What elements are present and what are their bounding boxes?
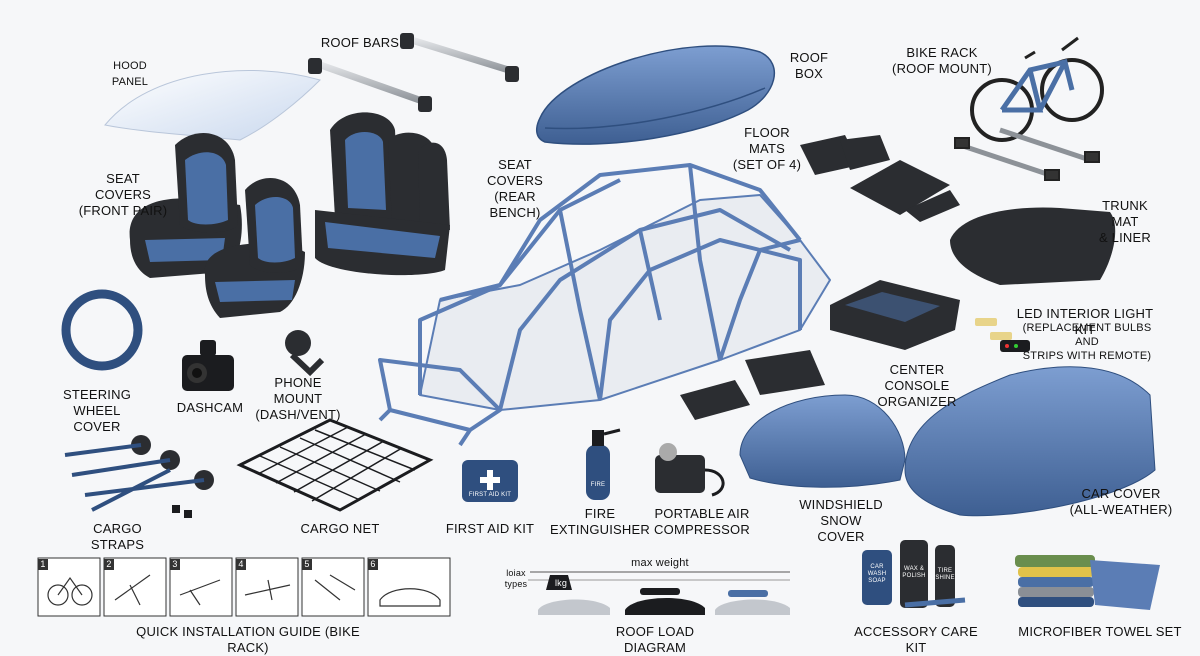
label-accessory-care-kit: ACCESSORY CARE KIT (854, 624, 978, 655)
phone-mount-shape (285, 330, 325, 377)
label-trunk-mat: TRUNK MAT & LINER (1099, 198, 1151, 245)
cargo-net-shape (236, 418, 434, 512)
label-floor-mats: FLOOR MATS (SET OF 4) (732, 125, 802, 172)
first-aid-case-text: FIRST AID KIT (468, 492, 512, 498)
label-steering-wheel-cover: STEERING WHEEL COVER (62, 387, 132, 434)
snow-cover-shape (739, 394, 906, 488)
bike-rack-shape (954, 36, 1104, 181)
label-bike-rack: BIKE RACK (ROOF MOUNT) (892, 45, 992, 76)
dashcam-shape (182, 340, 234, 391)
roof-load-legend-line2: types (504, 579, 528, 589)
install-step-2: 2 (104, 559, 114, 570)
roof-load-max-weight: max weight (631, 557, 689, 569)
label-cargo-straps: CARGO STRAPS (90, 521, 145, 552)
front-seats-shape (129, 133, 305, 318)
label-seat-covers-rear: SEAT COVERS (REAR BENCH) (486, 157, 544, 220)
care-kit-shape (862, 540, 966, 608)
label-dashcam: DASHCAM (176, 400, 244, 415)
install-step-4: 4 (236, 559, 246, 570)
car-frame-shape (378, 163, 831, 447)
label-seat-covers-front: SEAT COVERS (FRONT PAIR) (78, 171, 168, 218)
label-led-kit: LED INTERIOR LIGHT KIT (1016, 306, 1154, 337)
rear-bench-shape (315, 112, 450, 276)
label-windshield-snow-cover: WINDSHIELD SNOW COVER (799, 497, 883, 544)
install-step-5: 5 (302, 559, 312, 570)
roof-bars-shape (308, 33, 519, 112)
label-roof-load-diagram: ROOF LOAD DIAGRAM (615, 624, 695, 655)
label-microfiber-towel-set: MICROFIBER TOWEL SET (1018, 624, 1182, 639)
roof-load-graphic (528, 571, 790, 615)
label-roof-bars: ROOF BARS (320, 35, 400, 50)
label-led-kit-sub: (REPLACEMENT BULBS AND STRIPS WITH REMOT… (1022, 322, 1152, 362)
floor-mats-shape (680, 135, 960, 420)
label-car-cover: CAR COVER (ALL-WEATHER) (1069, 486, 1173, 517)
wax-polish-text: WAX & POLISH (902, 566, 926, 579)
install-guide-sketches (47, 574, 441, 607)
label-cargo-net: CARGO NET (300, 521, 380, 536)
roof-load-legend-line1: loiax (506, 568, 526, 578)
first-aid-shape (462, 460, 518, 502)
towel-stack-shape (1015, 555, 1160, 610)
console-organizer-shape (830, 280, 960, 350)
install-step-3: 3 (170, 559, 180, 570)
hood-panel-shape (104, 69, 321, 141)
fire-extinguisher-tag: FIRE (590, 482, 606, 488)
label-roof-box: ROOF BOX (789, 50, 829, 81)
label-center-console: CENTER CONSOLE ORGANIZER (877, 362, 957, 409)
cargo-straps-shape (64, 435, 214, 518)
label-first-aid-kit: FIRST AID KIT (445, 521, 535, 536)
trunk-mat-shape (950, 207, 1116, 285)
roof-box-shape (535, 45, 776, 145)
label-hood-panel: HOOD PANEL (111, 60, 149, 88)
install-step-1: 1 (38, 559, 48, 570)
label-portable-air-compressor: PORTABLE AIR COMPRESSOR (654, 506, 750, 537)
install-step-6: 6 (368, 559, 378, 570)
label-quick-install-guide: QUICK INSTALLATION GUIDE (BIKE RACK) (136, 624, 360, 655)
car-wash-soap-text: CAR WASH SOAP (867, 564, 887, 584)
roof-load-weight-unit: lkg (554, 578, 568, 588)
tire-shine-text: TIRE SHINE (935, 568, 955, 581)
led-kit-shape (975, 318, 1030, 352)
air-compressor-shape (655, 443, 725, 497)
steering-wheel-shape (61, 289, 143, 371)
label-phone-mount: PHONE MOUNT (DASH/VENT) (255, 375, 341, 422)
car-cover-shape (904, 366, 1156, 517)
fire-extinguisher-shape (586, 428, 621, 500)
label-fire-extinguisher: FIRE EXTINGUISHER (550, 506, 650, 537)
